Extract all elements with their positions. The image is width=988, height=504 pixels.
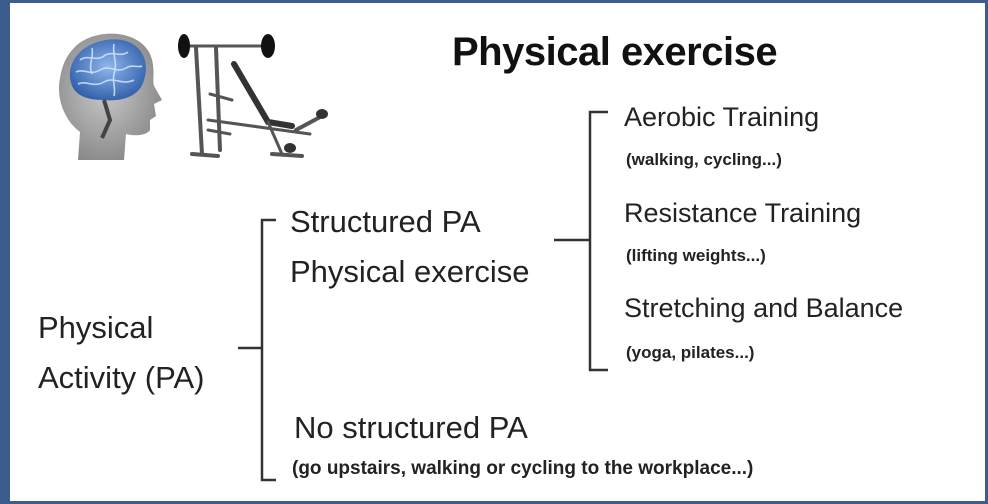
root-node-line2: Activity (PA) — [38, 360, 205, 395]
brain-head-icon — [58, 33, 162, 160]
stretching-balance-examples: (yoga, pilates...) — [626, 343, 755, 362]
root-node-line1: Physical — [38, 310, 154, 345]
resistance-training-node: Resistance Training — [624, 198, 862, 228]
weight-bench-icon — [178, 34, 328, 158]
non-structured-examples: (go upstairs, walking or cycling to the … — [292, 458, 754, 479]
non-structured-node: No structured PA — [294, 410, 528, 445]
structured-bracket — [588, 110, 608, 372]
aerobic-training-node: Aerobic Training — [624, 102, 820, 132]
root-bracket — [260, 218, 276, 482]
structured-node-line2: Physical exercise — [290, 254, 530, 289]
diagram-title: Physical exercise — [452, 30, 778, 74]
resistance-training-examples: (lifting weights...) — [626, 246, 766, 265]
structured-node-line1: Structured PA — [290, 204, 481, 239]
stretching-balance-node: Stretching and Balance — [624, 293, 904, 323]
aerobic-training-examples: (walking, cycling...) — [626, 150, 782, 169]
